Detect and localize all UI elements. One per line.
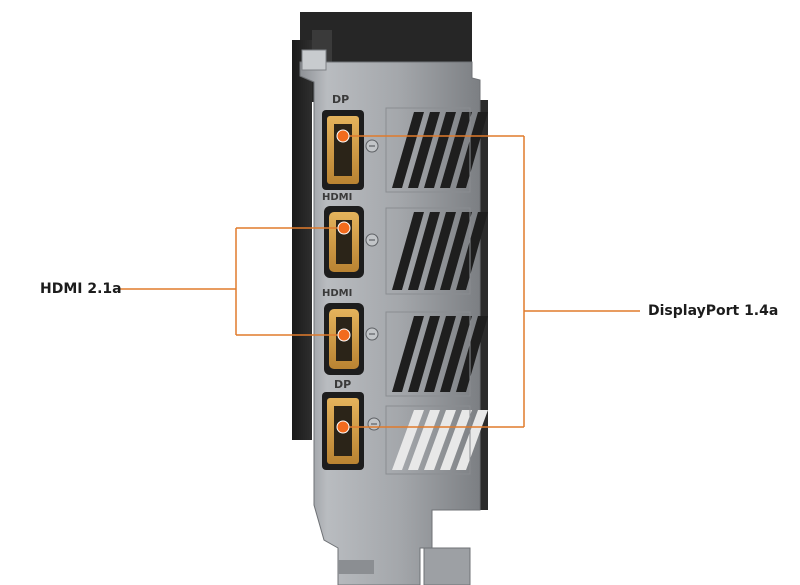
hdmi-top-dot (337, 221, 351, 235)
vent-slot (440, 410, 472, 470)
vent-slot (424, 212, 456, 290)
dp-top-marking: DP (332, 93, 349, 106)
vent-slot (440, 212, 472, 290)
hdmi-port-top (324, 206, 364, 278)
dp-bottom-dot (336, 420, 350, 434)
dp-bottom-marking: DP (334, 378, 351, 391)
vent-frame (385, 207, 471, 295)
vent-slot (456, 410, 488, 470)
vent-frame (385, 107, 471, 193)
vent-slot (424, 112, 456, 188)
displayport-top (322, 110, 364, 190)
displayport-callout-lines (343, 135, 640, 428)
vent-slot (456, 212, 488, 290)
vent-slot (456, 112, 488, 188)
hdmi-callout-lines (120, 227, 344, 336)
vent-slot (408, 410, 440, 470)
hdmi-callout-label: HDMI 2.1a (40, 281, 122, 297)
vent-slot (408, 316, 440, 392)
vent-slot (424, 410, 456, 470)
vent-slots (385, 107, 488, 475)
vent-slot (392, 316, 424, 392)
vent-slot (440, 316, 472, 392)
vent-slot (392, 410, 424, 470)
hdmi-bottom-dot (337, 328, 351, 342)
vent-slot (408, 212, 440, 290)
vent-slot (392, 212, 424, 290)
vent-frame (385, 311, 471, 397)
vent-slot (456, 316, 488, 392)
vent-slot (392, 112, 424, 188)
hdmi-top-marking: HDMI (322, 192, 352, 203)
vent-frame (385, 405, 471, 475)
bracket-screws (365, 139, 381, 431)
vent-slot (440, 112, 472, 188)
dp-top-dot (336, 129, 350, 143)
vent-slot (408, 112, 440, 188)
callout-dots (336, 129, 351, 434)
vent-slot (424, 316, 456, 392)
hdmi-bottom-marking: HDMI (322, 288, 352, 299)
displayport-callout-label: DisplayPort 1.4a (648, 303, 779, 319)
